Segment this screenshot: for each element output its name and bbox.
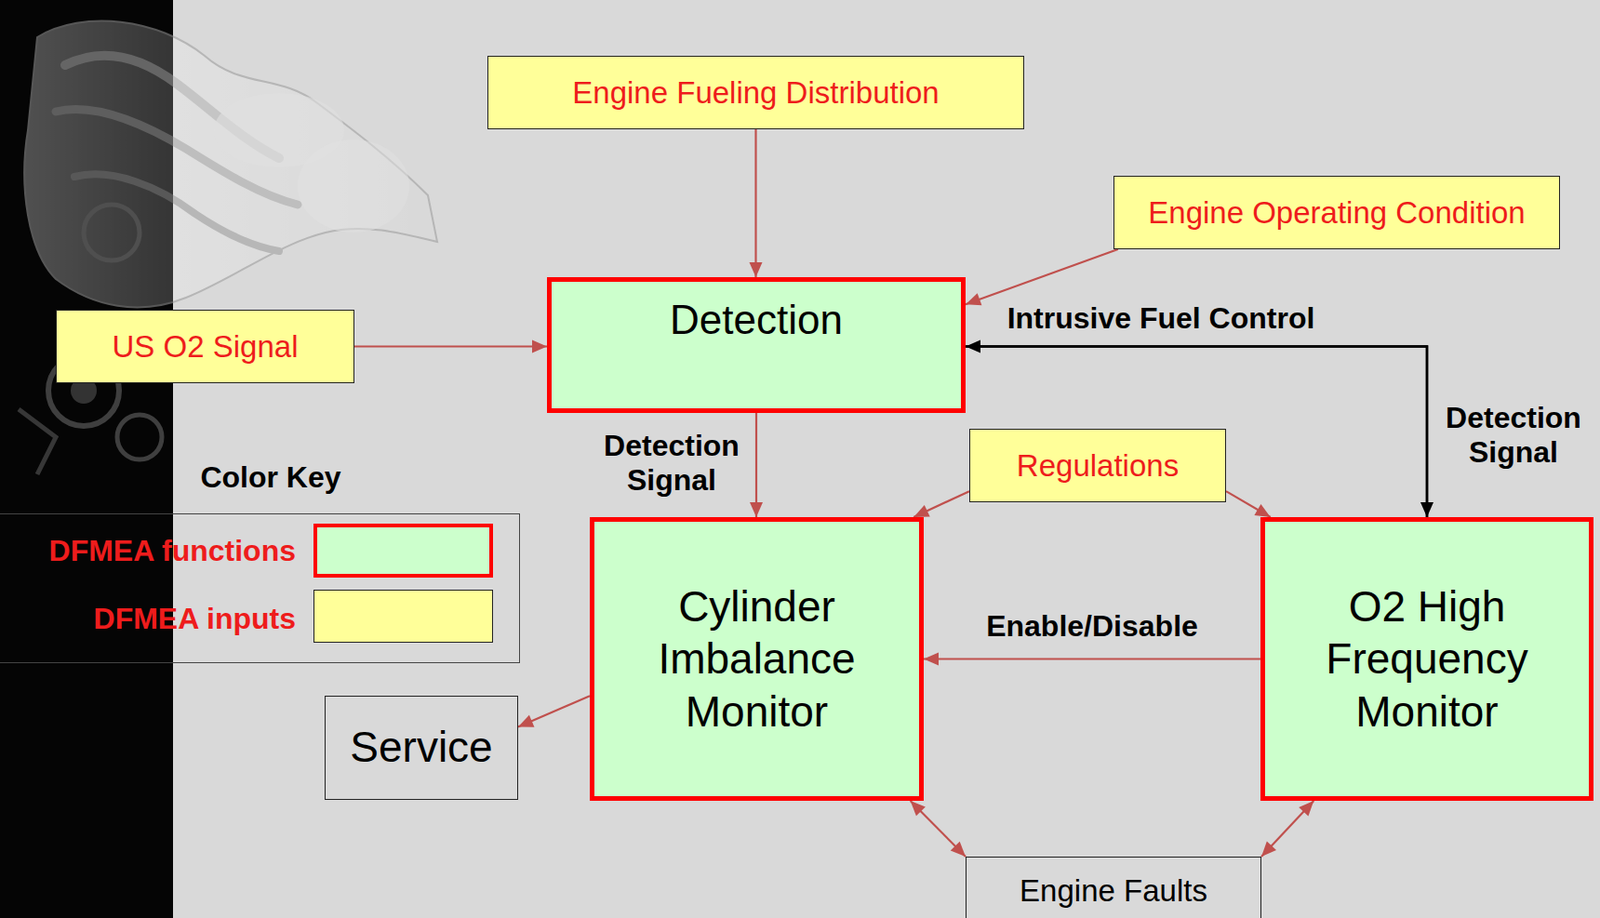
arrowhead (950, 841, 966, 857)
legend-swatch (313, 589, 494, 643)
arrowhead (518, 715, 534, 728)
arrowhead (965, 293, 982, 306)
input-box: Regulations (969, 428, 1227, 503)
function-box: Detection (546, 277, 966, 414)
connector-label: Enable/Disable (952, 609, 1232, 644)
connector (749, 129, 763, 278)
arrowhead (1253, 504, 1270, 518)
input-box: Engine Operating Condition (1113, 175, 1560, 250)
plain-box: Engine Faults (965, 856, 1262, 918)
node-label: Engine Operating Condition (1147, 194, 1525, 232)
connector-line (1261, 800, 1314, 857)
connector-label: Intrusive Fuel Control (993, 301, 1329, 336)
node-label: US O2 Signal (112, 328, 299, 366)
arrowhead (1298, 800, 1314, 816)
arrowhead (1261, 841, 1277, 857)
function-box: Cylinder Imbalance Monitor (589, 517, 924, 801)
connector (1261, 800, 1314, 857)
connector-line (910, 800, 966, 857)
connector-label: Detection Signal (592, 428, 751, 498)
arrowhead (910, 800, 926, 816)
plain-box: Service (324, 695, 519, 800)
connector (518, 695, 590, 727)
input-box: Engine Fueling Distribution (487, 55, 1025, 130)
legend-heading: Color Key (177, 460, 364, 495)
node-label: Engine Faults (1019, 872, 1208, 910)
arrowhead (923, 653, 939, 667)
arrowhead (913, 505, 930, 518)
connector-line (965, 249, 1119, 305)
connector-label: Detection Signal (1434, 400, 1593, 470)
arrowhead (749, 502, 763, 518)
node-label: Service (349, 721, 493, 774)
arrowhead (1420, 502, 1434, 518)
connector-line (755, 413, 758, 518)
connector (965, 249, 1119, 306)
connector-line (518, 695, 590, 727)
connector-line (354, 345, 547, 347)
connector (354, 340, 547, 354)
node-label: O2 High Frequency Monitor (1276, 580, 1578, 737)
function-box: O2 High Frequency Monitor (1260, 517, 1594, 801)
input-box: US O2 Signal (55, 309, 355, 384)
connector (965, 346, 1434, 518)
legend-swatch (313, 523, 494, 578)
arrowhead (749, 262, 763, 278)
connector-line (965, 346, 1427, 518)
connector-line (1226, 491, 1271, 518)
connector (923, 653, 1261, 667)
connector-line (913, 491, 970, 518)
connector (910, 800, 966, 857)
connector-line (754, 129, 757, 278)
node-label: Cylinder Imbalance Monitor (605, 580, 908, 737)
connector (965, 339, 1427, 518)
connector (1226, 491, 1271, 518)
legend-text: DFMEA inputs (0, 601, 296, 637)
node-label: Detection (669, 296, 843, 344)
connector-line (965, 346, 1427, 518)
legend-text: DFMEA functions (0, 533, 296, 569)
arrowhead (532, 340, 547, 354)
node-label: Regulations (1016, 447, 1179, 485)
node-label: Engine Fueling Distribution (572, 74, 939, 112)
connector (913, 491, 970, 518)
connector-line (923, 657, 1261, 660)
engine-sketch (18, 21, 438, 475)
connector (749, 413, 763, 518)
